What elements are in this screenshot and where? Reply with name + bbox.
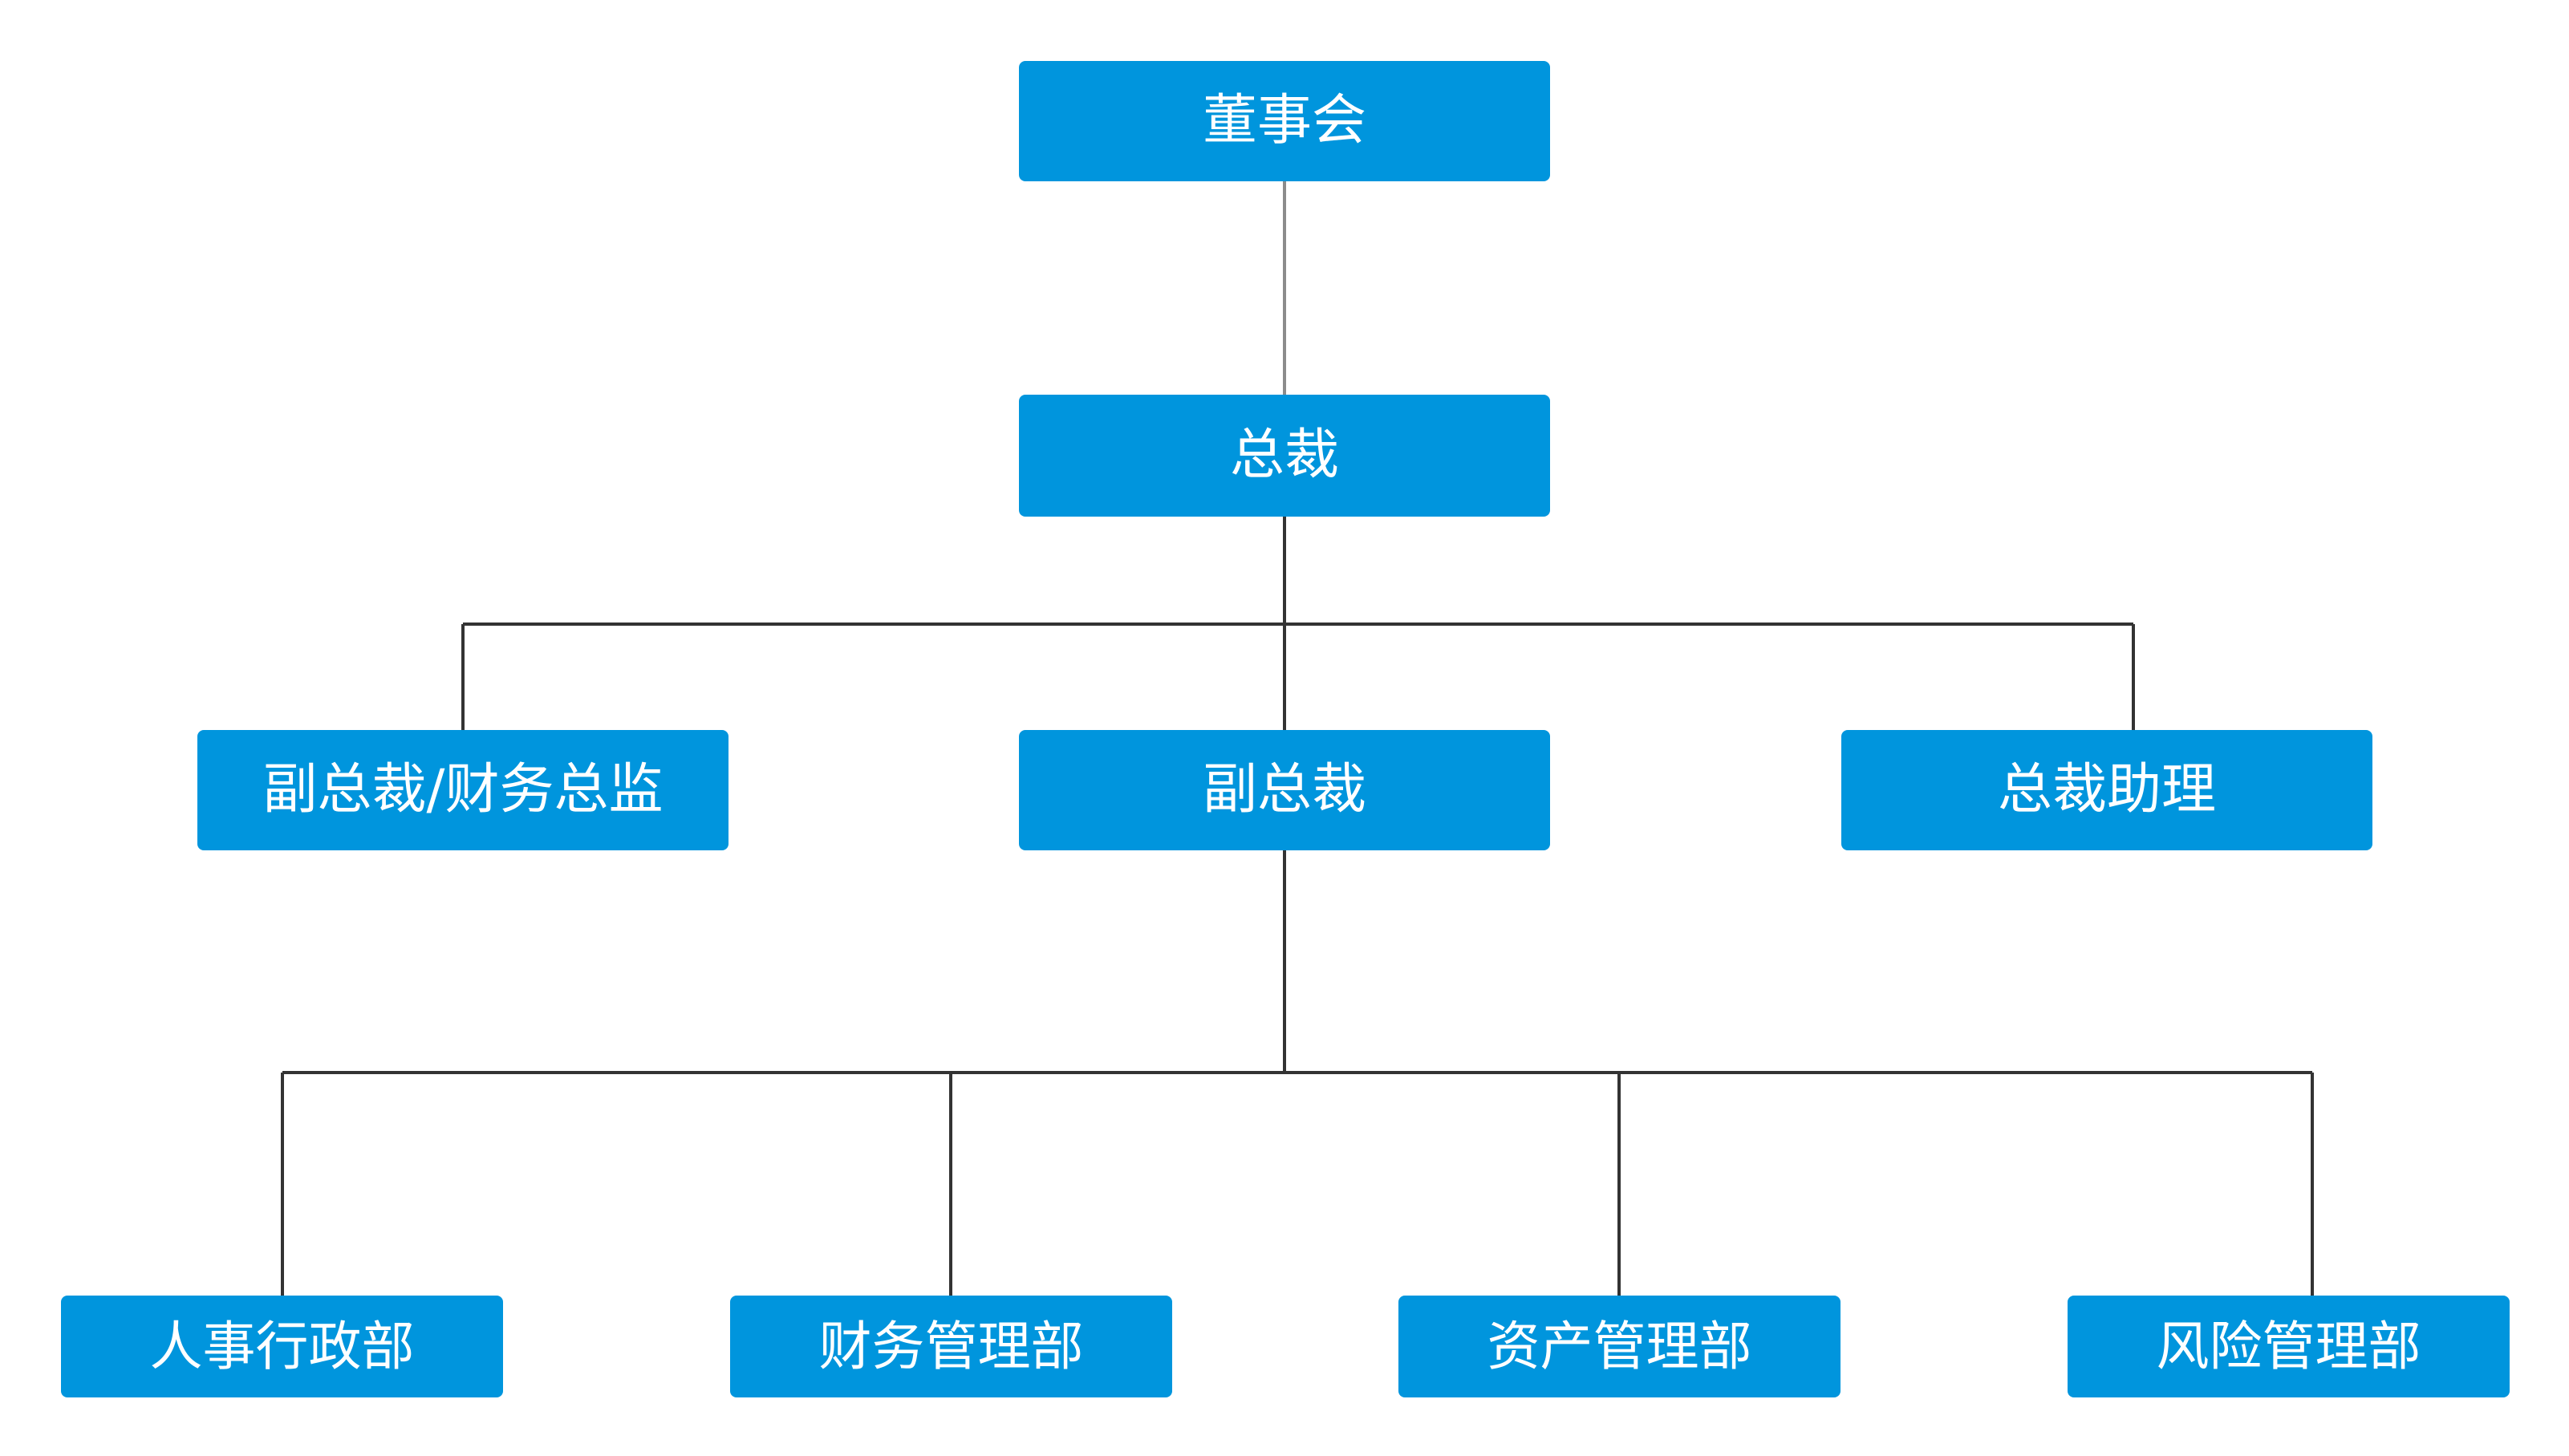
node-dept-risk: 风险管理部 [2068,1296,2510,1397]
node-vp: 副总裁 [1019,730,1550,850]
node-dept-hr-admin-label: 人事行政部 [149,1315,415,1377]
node-vp-cfo-label: 副总裁/财务总监 [262,758,664,821]
node-president-assistant: 总裁助理 [1841,730,2372,850]
node-president: 总裁 [1019,395,1550,517]
node-president-label: 总裁 [1229,424,1339,487]
node-dept-hr-admin: 人事行政部 [61,1296,503,1397]
node-board: 董事会 [1019,61,1550,181]
node-president-assistant-label: 总裁助理 [1997,758,2216,821]
node-dept-asset: 资产管理部 [1398,1296,1841,1397]
node-board-label: 董事会 [1202,89,1366,152]
node-vp-label: 副总裁 [1202,758,1366,821]
node-dept-risk-label: 风险管理部 [2156,1315,2421,1377]
node-vp-cfo: 副总裁/财务总监 [197,730,728,850]
node-dept-asset-label: 资产管理部 [1487,1315,1752,1377]
node-dept-finance-label: 财务管理部 [818,1315,1084,1377]
node-dept-finance: 财务管理部 [730,1296,1172,1397]
